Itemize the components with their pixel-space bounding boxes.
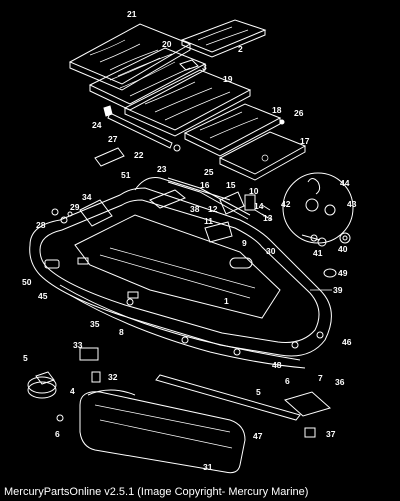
callout-41: 41	[313, 248, 323, 258]
callout-33: 33	[73, 340, 83, 350]
floor-panel-19	[123, 69, 252, 137]
callout-6: 6	[285, 376, 290, 386]
floor-panel-21	[68, 23, 192, 91]
callout-14: 14	[254, 201, 264, 211]
callout-39: 39	[333, 285, 343, 295]
callout-1: 1	[224, 296, 229, 306]
callout-22: 22	[134, 150, 144, 160]
callout-24: 24	[92, 120, 102, 130]
callout-23: 23	[157, 164, 167, 174]
callout-31: 31	[203, 462, 213, 472]
callout-7: 7	[318, 373, 323, 383]
part-32	[91, 371, 101, 383]
pump-4	[27, 371, 64, 422]
callout-2: 2	[238, 44, 243, 54]
callout-15: 15	[226, 180, 236, 190]
floor-panel-17	[218, 131, 307, 181]
bag-31	[79, 389, 246, 474]
callout-4: 4	[70, 386, 75, 396]
part-49	[323, 268, 337, 278]
callout-30: 30	[266, 246, 276, 256]
callout-51: 51	[121, 170, 131, 180]
callout-3: 3	[202, 62, 207, 72]
detail-inset	[282, 172, 354, 247]
copyright-caption: MercuryPartsOnline v2.5.1 (Image Copyrig…	[4, 486, 309, 498]
callout-16: 16	[200, 180, 210, 190]
callout-26: 26	[294, 108, 304, 118]
callout-47: 47	[253, 431, 263, 441]
callout-43: 43	[347, 199, 357, 209]
callout-6b: 6	[55, 429, 60, 439]
callout-44: 44	[340, 178, 350, 188]
valves-28-29	[51, 208, 73, 224]
callout-19: 19	[223, 74, 233, 84]
callout-34: 34	[82, 192, 92, 202]
callout-10: 10	[249, 186, 259, 196]
transom-hardware	[219, 191, 273, 221]
callout-32: 32	[108, 372, 118, 382]
callout-46: 46	[342, 337, 352, 347]
callout-12: 12	[208, 204, 218, 214]
oar-16	[199, 187, 251, 220]
part-34	[79, 199, 113, 227]
callout-48: 48	[272, 360, 282, 370]
callout-29: 29	[70, 202, 80, 212]
callout-42: 42	[281, 199, 291, 209]
callout-20: 20	[162, 39, 172, 49]
callout-49: 49	[338, 268, 348, 278]
floor-panel-2	[180, 19, 267, 58]
part-26	[279, 119, 285, 125]
oar-25	[167, 177, 201, 193]
callout-9: 9	[242, 238, 247, 248]
callout-38: 38	[190, 204, 200, 214]
callout-17: 17	[300, 136, 310, 146]
callout-50: 50	[22, 277, 32, 287]
callout-5: 5	[256, 387, 261, 397]
floor-panel-20	[88, 47, 207, 111]
part-33	[79, 347, 99, 361]
inflatable-hull	[29, 177, 332, 369]
callout-18: 18	[272, 105, 282, 115]
callout-27: 27	[108, 134, 118, 144]
part-24	[103, 105, 113, 117]
repair-kit-36	[283, 391, 332, 417]
keel-strip-47	[155, 374, 301, 421]
callout-28: 28	[36, 220, 46, 230]
callout-5b: 5	[23, 353, 28, 363]
callout-21: 21	[127, 9, 137, 19]
floor-panel-18	[183, 103, 282, 157]
callout-37: 37	[326, 429, 336, 439]
callout-45: 45	[38, 291, 48, 301]
callout-40: 40	[338, 244, 348, 254]
part-37	[304, 427, 316, 438]
plate-27	[94, 147, 125, 167]
callout-13: 13	[263, 213, 273, 223]
callout-35: 35	[90, 319, 100, 329]
part-3	[179, 59, 199, 71]
callout-36: 36	[335, 377, 345, 387]
callout-11: 11	[204, 216, 213, 226]
part-23	[173, 144, 181, 152]
callout-25: 25	[204, 167, 214, 177]
callout-8: 8	[119, 327, 124, 337]
